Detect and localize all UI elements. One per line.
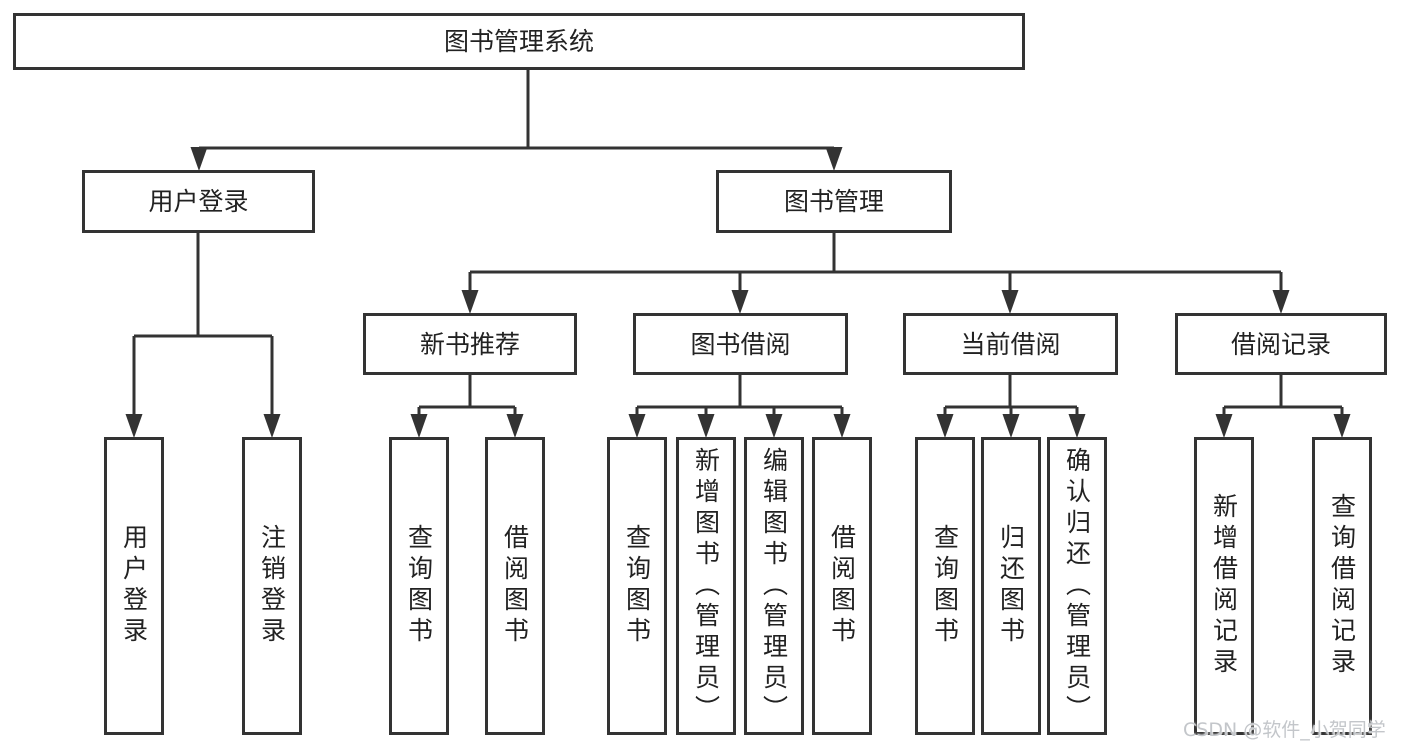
leaf-query-books-borrow: 查询图书 <box>607 437 667 735</box>
leaf-borrow-books-recommend: 借阅图书 <box>485 437 545 735</box>
leaf-add-borrow-record-label: 新增借阅记录 <box>1209 493 1239 679</box>
leaf-user-login: 用户登录 <box>104 437 164 735</box>
leaf-query-borrow-record-label: 查询借阅记录 <box>1327 493 1357 679</box>
leaf-confirm-return-admin: 确认归还（管理员） <box>1047 437 1107 735</box>
leaf-add-borrow-record: 新增借阅记录 <box>1194 437 1254 735</box>
node-user-login-branch: 用户登录 <box>82 170 315 233</box>
node-current-borrowing-label: 当前借阅 <box>960 329 1061 359</box>
leaf-query-borrow-record: 查询借阅记录 <box>1312 437 1372 735</box>
node-book-management: 图书管理 <box>716 170 952 233</box>
leaf-add-book-admin: 新增图书（管理员） <box>676 437 736 735</box>
leaf-edit-book-admin: 编辑图书（管理员） <box>744 437 804 735</box>
node-user-login-branch-label: 用户登录 <box>148 187 249 216</box>
node-book-management-label: 图书管理 <box>783 187 884 216</box>
node-book-borrowing-label: 图书借阅 <box>690 329 791 359</box>
node-book-borrowing: 图书借阅 <box>633 313 848 375</box>
arrowheads <box>125 147 1351 438</box>
leaf-edit-book-admin-label: 编辑图书（管理员） <box>759 446 789 726</box>
leaf-query-books-borrow-label: 查询图书 <box>622 524 652 648</box>
node-current-borrowing: 当前借阅 <box>903 313 1118 375</box>
leaf-user-login-label: 用户登录 <box>119 524 149 648</box>
leaf-borrow-books-label: 借阅图书 <box>827 524 857 648</box>
leaf-return-book-label: 归还图书 <box>996 524 1026 648</box>
node-borrowing-records: 借阅记录 <box>1175 313 1387 375</box>
leaf-query-books-recommend-label: 查询图书 <box>404 524 434 648</box>
leaf-logout: 注销登录 <box>242 437 302 735</box>
leaf-query-books-current-label: 查询图书 <box>930 524 960 648</box>
node-library-system-label: 图书管理系统 <box>443 27 594 56</box>
leaf-confirm-return-admin-label: 确认归还（管理员） <box>1062 446 1092 726</box>
leaf-query-books-recommend: 查询图书 <box>389 437 449 735</box>
leaf-query-books-current: 查询图书 <box>915 437 975 735</box>
node-borrowing-records-label: 借阅记录 <box>1230 329 1331 359</box>
leaf-add-book-admin-label: 新增图书（管理员） <box>691 446 721 726</box>
watermark-csdn: CSDN @软件_小贺同学 <box>1183 719 1386 741</box>
leaf-return-book: 归还图书 <box>981 437 1041 735</box>
leaf-logout-label: 注销登录 <box>257 524 287 648</box>
node-new-book-recommend: 新书推荐 <box>363 313 577 375</box>
leaf-borrow-books-recommend-label: 借阅图书 <box>500 524 530 648</box>
node-new-book-recommend-label: 新书推荐 <box>419 329 520 359</box>
node-library-system: 图书管理系统 <box>13 13 1025 70</box>
leaf-borrow-books: 借阅图书 <box>812 437 872 735</box>
